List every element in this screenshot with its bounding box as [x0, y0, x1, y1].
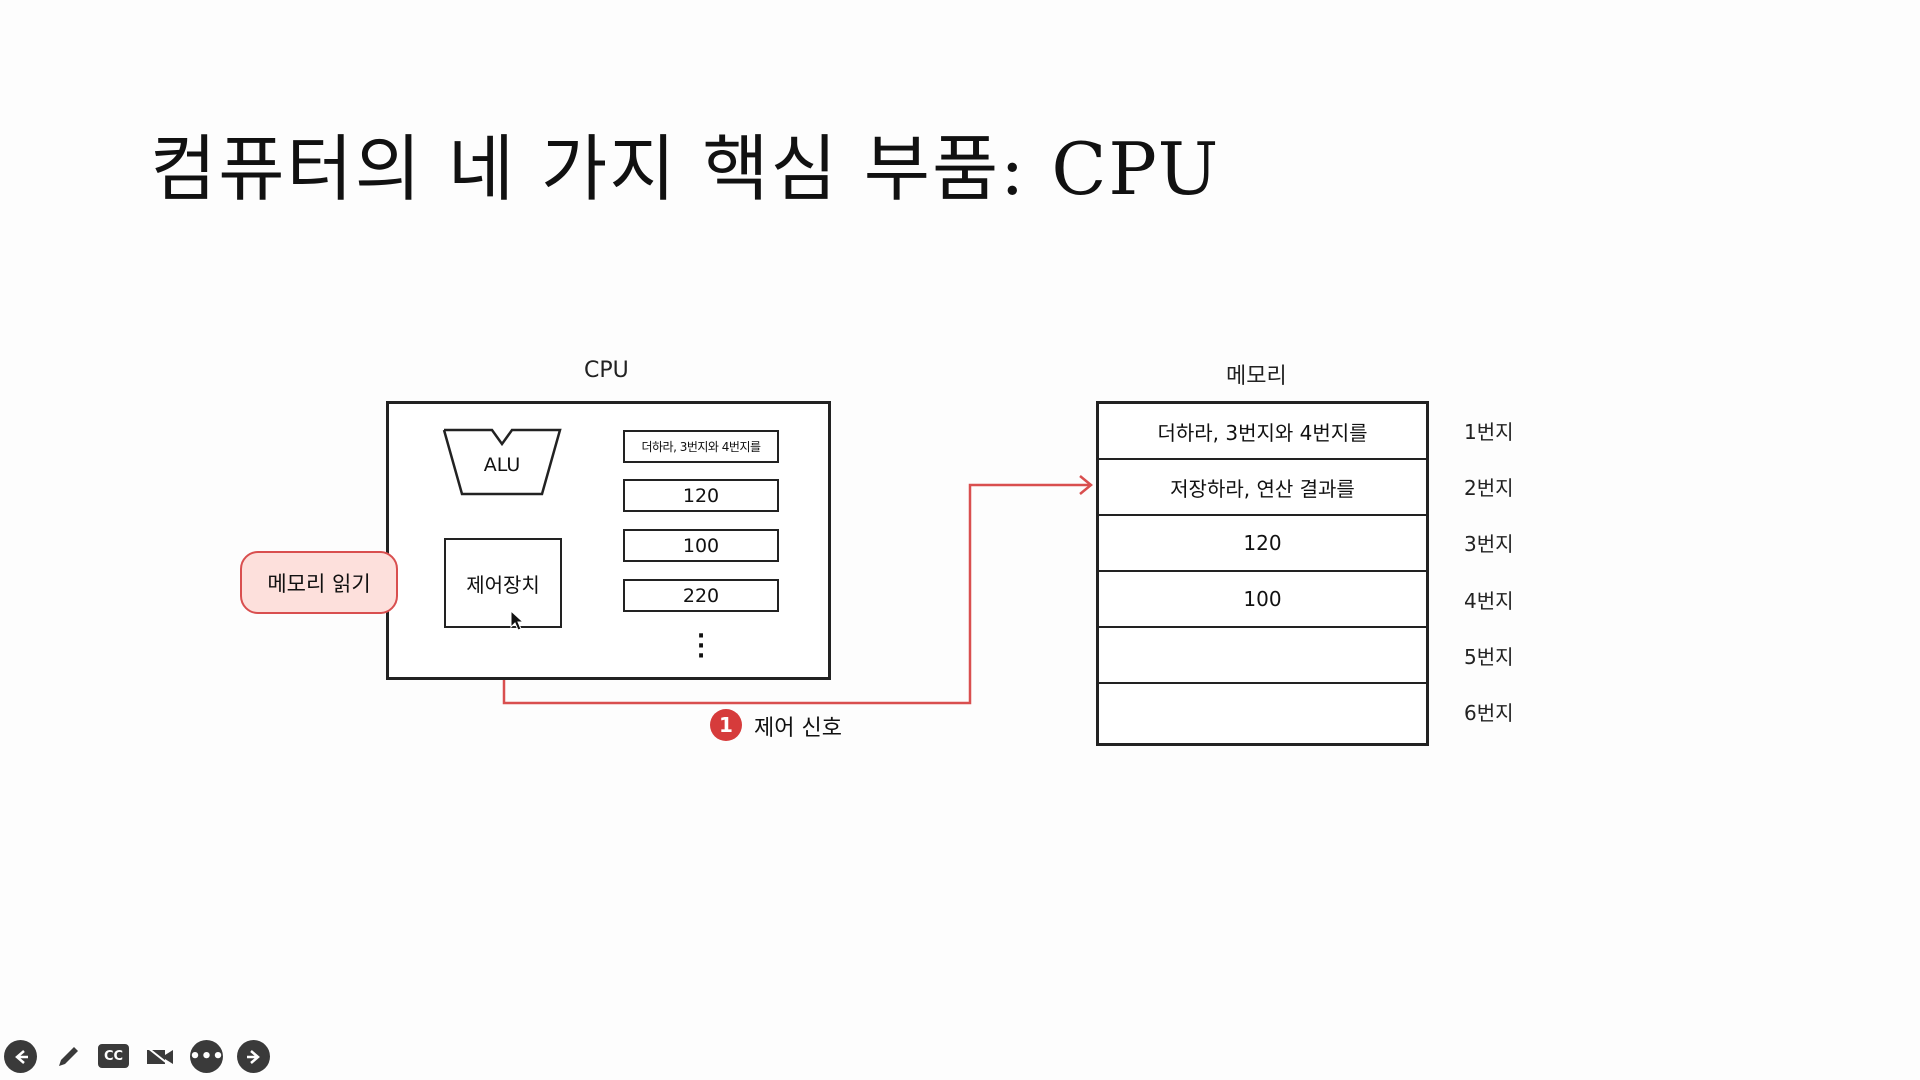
address-4: 4번지: [1464, 589, 1514, 613]
mouse-cursor-icon: [510, 610, 525, 631]
captions-icon[interactable]: CC: [98, 1044, 129, 1068]
alu-shape: [442, 428, 562, 496]
memory-cell-5: [1099, 628, 1426, 684]
memory-cell-3: 120: [1099, 516, 1426, 572]
step-number-badge: 1: [710, 709, 742, 741]
back-icon[interactable]: [4, 1040, 37, 1073]
register-1: 더하라, 3번지와 4번지를: [623, 430, 779, 463]
callout-memory-read: 메모리 읽기: [240, 551, 398, 614]
register-ellipsis: ···: [696, 624, 706, 669]
memory-cell-1: 더하라, 3번지와 4번지를: [1099, 404, 1426, 460]
alu-block: ALU: [442, 428, 562, 496]
address-1: 1번지: [1464, 420, 1514, 444]
memory-cell-2: 저장하라, 연산 결과를: [1099, 460, 1426, 516]
camera-off-icon[interactable]: [143, 1040, 176, 1073]
register-3: 100: [623, 529, 779, 562]
more-icon[interactable]: •••: [189, 1040, 224, 1073]
memory-cell-4: 100: [1099, 572, 1426, 628]
cpu-label: CPU: [584, 358, 629, 383]
slide-title: 컴퓨터의 네 가지 핵심 부품: CPU: [150, 127, 1221, 211]
address-6: 6번지: [1464, 701, 1514, 725]
register-2: 120: [623, 479, 779, 512]
presentation-toolbar: CC •••: [4, 1040, 270, 1073]
pen-icon[interactable]: [51, 1040, 84, 1073]
alu-label: ALU: [483, 454, 521, 476]
memory-cell-6: [1099, 684, 1426, 743]
register-4: 220: [623, 579, 779, 612]
control-signal-label: 제어 신호: [754, 716, 842, 741]
memory-label: 메모리: [1226, 364, 1287, 389]
memory-table: 더하라, 3번지와 4번지를 저장하라, 연산 결과를 120 100: [1096, 401, 1429, 746]
control-unit: 제어장치: [444, 538, 562, 628]
address-3: 3번지: [1464, 532, 1514, 556]
address-2: 2번지: [1464, 476, 1514, 500]
forward-icon[interactable]: [237, 1040, 270, 1073]
address-5: 5번지: [1464, 645, 1514, 669]
